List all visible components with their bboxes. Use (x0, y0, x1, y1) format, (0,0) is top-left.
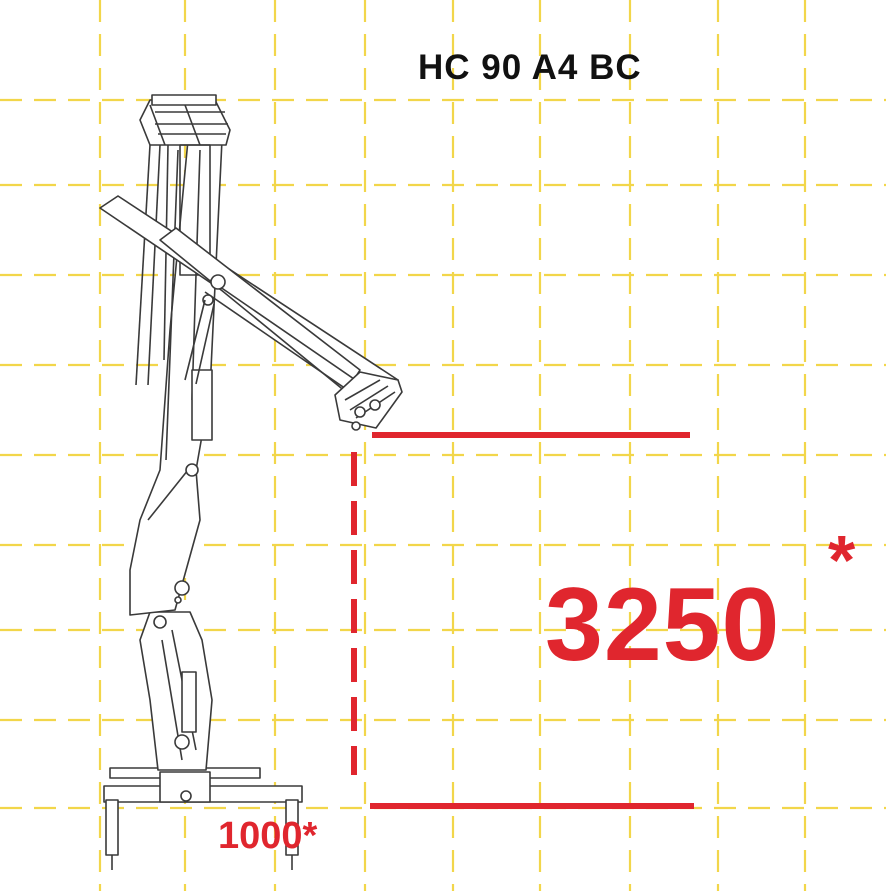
crane-diagonal-boom (99, 195, 399, 403)
crane-boom-tip (334, 371, 403, 431)
crane-outline (99, 94, 403, 870)
height-dimension-label: 3250 (545, 567, 781, 683)
crane-base (103, 767, 303, 870)
crane-main-boom (129, 139, 223, 616)
crane-column (139, 611, 213, 771)
height-dimension-asterisk: * (828, 521, 856, 599)
dimension-lines (351, 432, 694, 809)
width-dimension-label: 1000* (218, 815, 318, 857)
model-title: HC 90 A4 BC (418, 48, 642, 87)
